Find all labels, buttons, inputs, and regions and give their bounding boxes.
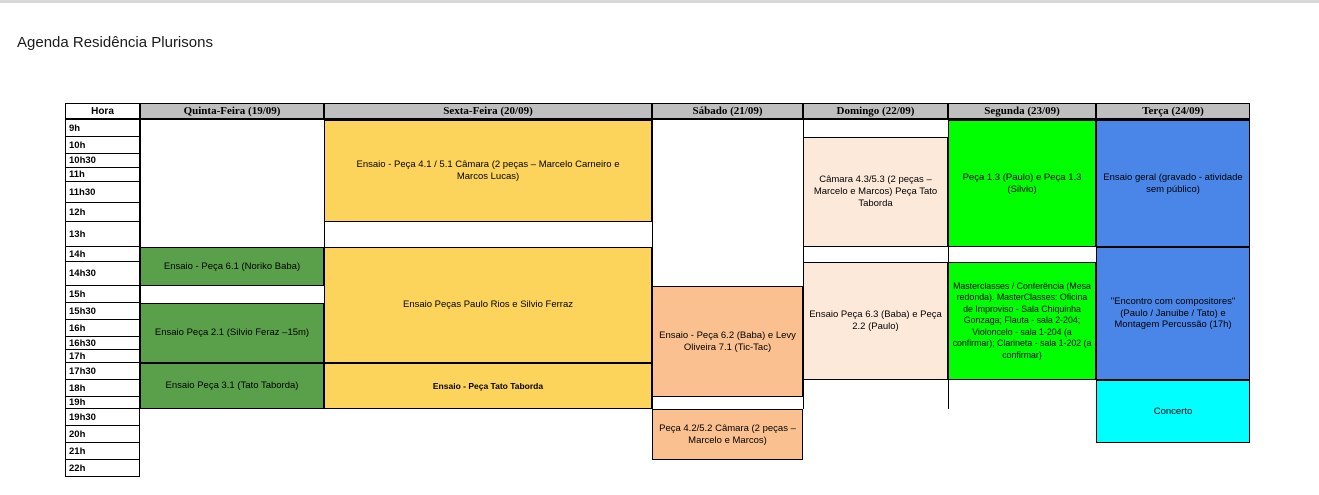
- event-cell: "Encontro com compositores" (Paulo / Jan…: [1096, 247, 1250, 380]
- time-cell: 16h30: [65, 337, 140, 350]
- time-cell: 19h30: [65, 409, 140, 426]
- time-cell: 21h: [65, 443, 140, 460]
- time-cell: 18h: [65, 380, 140, 397]
- event-cell: Ensaio Peça 2.1 (Silvio Feraz –15m): [140, 303, 324, 363]
- day-header: Terça (24/09): [1096, 103, 1250, 120]
- day-header: Sábado (21/09): [652, 103, 803, 120]
- time-cell: 17h: [65, 350, 140, 363]
- day-header: Domingo (22/09): [803, 103, 948, 120]
- time-cell: 11h: [65, 168, 140, 182]
- event-cell: Ensaio Peça 3.1 (Tato Taborda): [140, 363, 324, 409]
- time-cell: 17h30: [65, 363, 140, 380]
- day-header: Sexta-Feira (20/09): [324, 103, 652, 120]
- page-title: Agenda Residência Plurisons: [17, 34, 213, 51]
- time-cell: 12h: [65, 203, 140, 222]
- time-cell: 15h: [65, 286, 140, 303]
- time-cell: 9h: [65, 120, 140, 137]
- event-cell: Masterclasses / Conferência (Mesa redond…: [948, 262, 1096, 380]
- window-top-edge: [0, 0, 1319, 3]
- time-cell: 14h: [65, 247, 140, 262]
- event-cell: Ensaio - Peça 6.2 (Baba) e Levy Oliveira…: [652, 286, 803, 397]
- event-cell: Ensaio - Peça 6.1 (Noriko Baba): [140, 247, 324, 286]
- event-cell: Ensaio geral (gravado - atividade sem pú…: [1096, 120, 1250, 247]
- day-header: Segunda (23/09): [948, 103, 1096, 120]
- hora-column-header: Hora: [65, 103, 140, 120]
- event-cell: Ensaio Peças Paulo Rios e Silvio Ferraz: [324, 247, 652, 363]
- time-cell: 13h: [65, 222, 140, 247]
- time-cell: 11h30: [65, 182, 140, 203]
- event-cell: Ensaio - Peça 4.1 / 5.1 Câmara (2 peças …: [324, 120, 652, 222]
- event-cell: Ensaio - Peça Tato Taborda: [324, 363, 652, 409]
- time-cell: 20h: [65, 426, 140, 443]
- event-cell: Ensaio Peça 6.3 (Baba) e Peça 2.2 (Paulo…: [803, 262, 948, 380]
- event-cell: Peça 4.2/5.2 Câmara (2 peças – Marcelo e…: [652, 409, 803, 460]
- time-cell: 15h30: [65, 303, 140, 320]
- time-cell: 22h: [65, 460, 140, 477]
- time-cell: 16h: [65, 320, 140, 337]
- column-border: [652, 120, 653, 409]
- time-cell: 19h: [65, 397, 140, 409]
- time-cell: 14h30: [65, 262, 140, 286]
- event-cell: Concerto: [1096, 380, 1250, 443]
- day-header: Quinta-Feira (19/09): [140, 103, 324, 120]
- time-cell: 10h30: [65, 154, 140, 168]
- event-cell: Peça 1.3 (Paulo) e Peça 1.3 (Silvio): [948, 120, 1096, 247]
- event-cell: Câmara 4.3/5.3 (2 peças – Marcelo e Marc…: [803, 137, 948, 247]
- time-cell: 10h: [65, 137, 140, 154]
